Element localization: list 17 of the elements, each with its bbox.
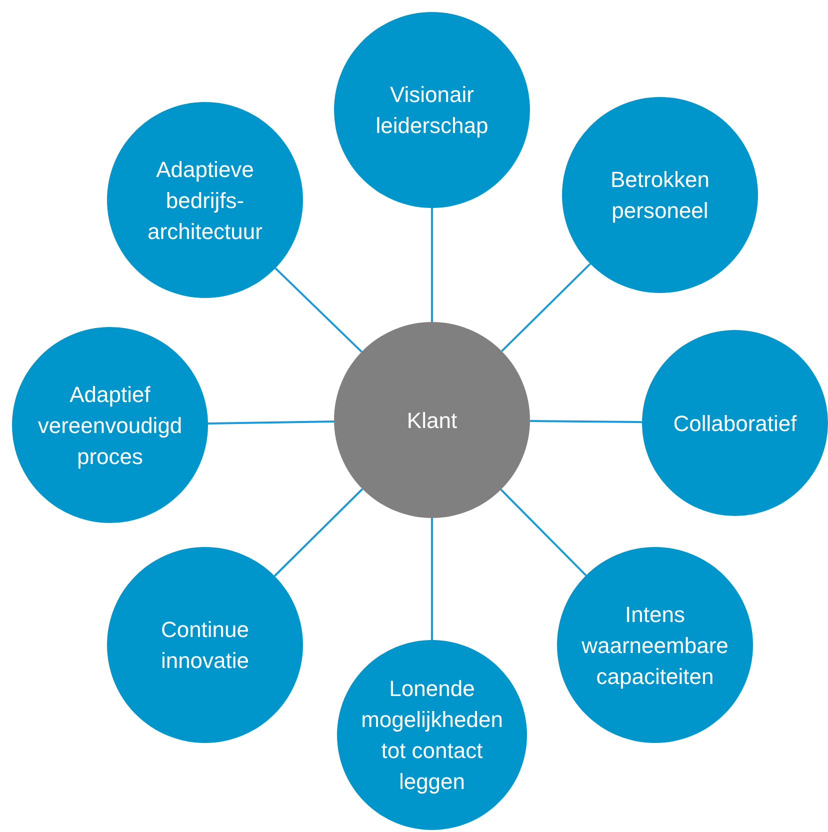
- connector-line: [274, 267, 362, 353]
- node-label: Lonende mogelijkheden tot contact leggen: [360, 675, 504, 796]
- connector-line: [501, 263, 591, 352]
- connector-line: [500, 488, 587, 576]
- connector-line: [431, 208, 433, 322]
- node-label: Adaptieve bedrijfs- architectuur: [146, 156, 264, 246]
- node-label: Intens waarneembare capaciteiten: [580, 600, 730, 691]
- connector-line: [530, 420, 642, 424]
- node-label: Continue innovatie: [160, 616, 250, 675]
- connector-line: [431, 518, 433, 640]
- node-label: Betrokken personeel: [609, 166, 711, 225]
- connector-line: [274, 488, 364, 577]
- node-label: Klant: [406, 406, 458, 434]
- connector-line: [208, 420, 334, 424]
- node-label: Adaptief vereenvoudigd proces: [36, 380, 184, 471]
- node-label: Collaboratief: [672, 410, 798, 438]
- node-label: Visionair leiderschap: [374, 81, 490, 140]
